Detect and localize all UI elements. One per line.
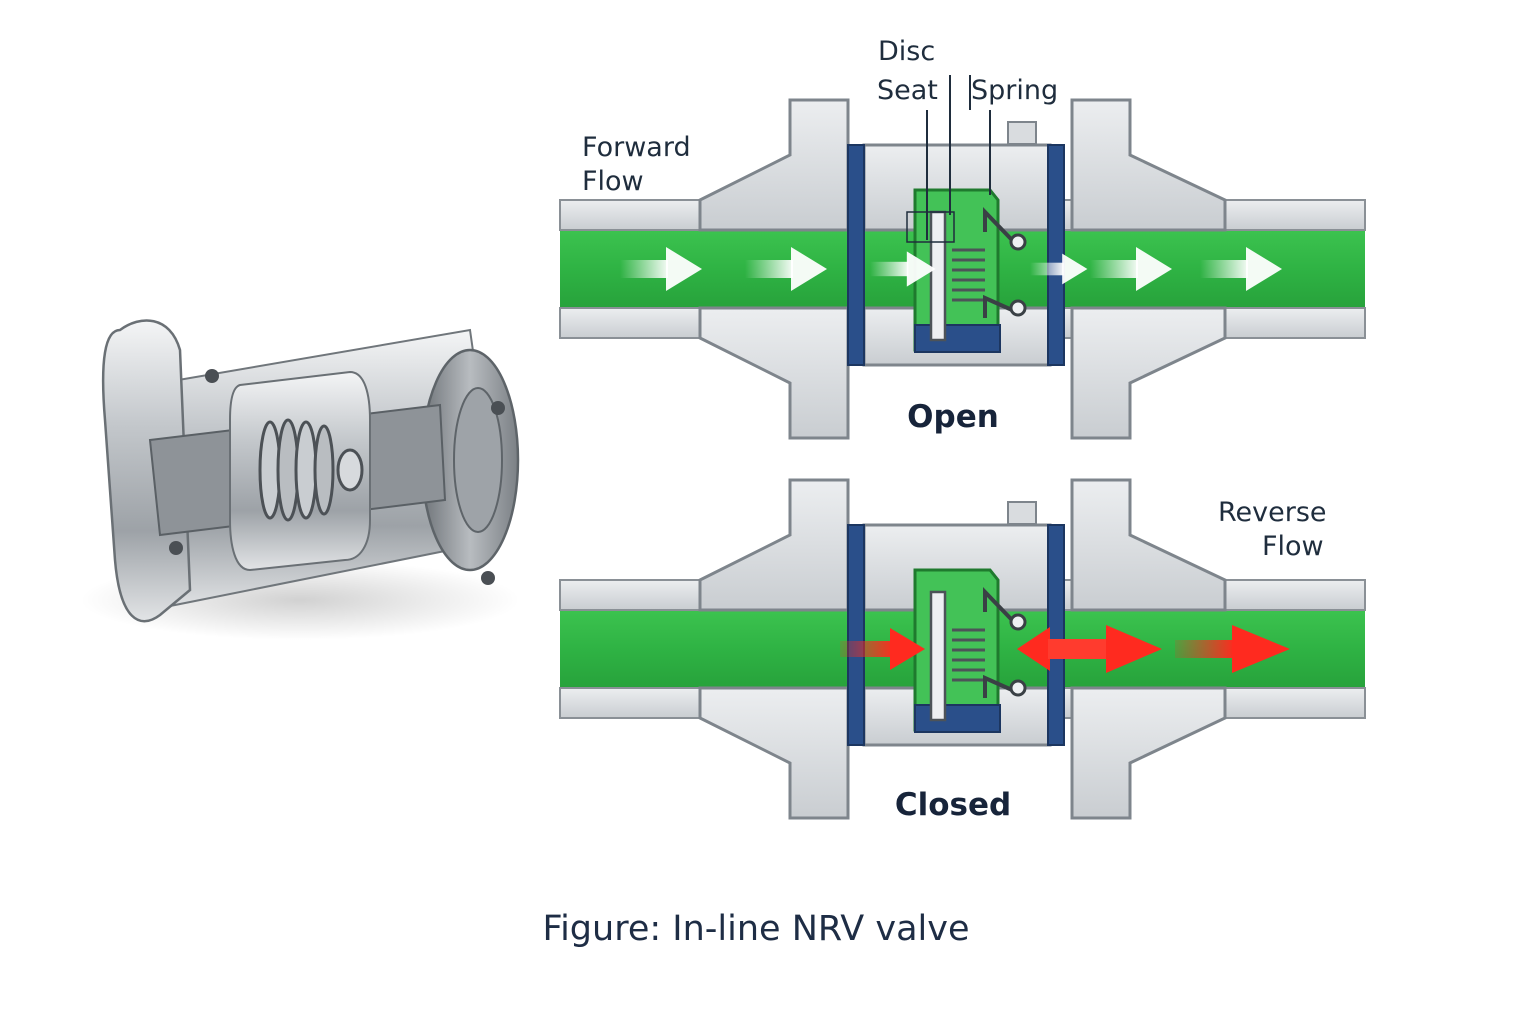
forward-flow-label-line2: Flow xyxy=(582,166,644,197)
open-state-label: Open xyxy=(907,399,999,435)
closed-state-label: Closed xyxy=(895,787,1011,823)
reverse-flow-label-line1: Reverse xyxy=(1218,497,1327,528)
disc-label: Disc xyxy=(878,36,935,67)
reverse-flow-label-line2: Flow xyxy=(1262,531,1324,562)
forward-flow-label-line1: Forward xyxy=(582,132,691,163)
closed-valve-section xyxy=(558,478,1367,820)
seat-label: Seat xyxy=(877,75,938,106)
label-leader-lines xyxy=(906,75,991,243)
cutaway-valve-image xyxy=(80,319,520,640)
open-valve-section xyxy=(558,98,1367,440)
figure-caption: Figure: In-line NRV valve xyxy=(543,909,970,949)
reverse-flow-arrows xyxy=(840,625,1290,673)
spring-label: Spring xyxy=(971,75,1058,106)
